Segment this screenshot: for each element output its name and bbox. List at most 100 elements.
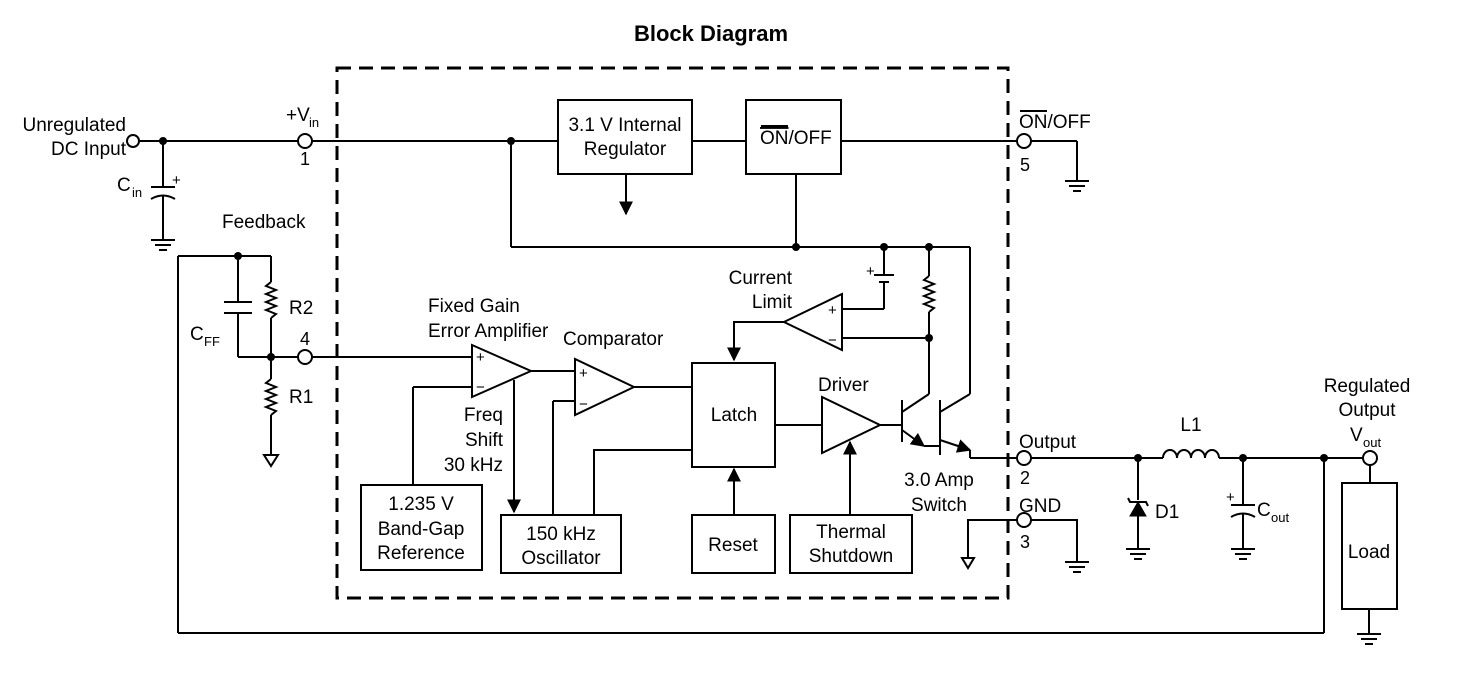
- svg-text:in: in: [132, 185, 142, 200]
- current-limit-to-latch-arrow: [727, 321, 784, 362]
- l1-inductor: [1162, 449, 1220, 459]
- ground-symbol: [151, 239, 175, 251]
- comparator-label: Comparator: [563, 329, 664, 350]
- r1-resistor: [263, 378, 279, 416]
- sense-resistor: [921, 275, 937, 313]
- internal-gnd-wire: [967, 519, 1017, 558]
- internal-ground-icon: [960, 557, 976, 570]
- error-amp-label-1: Fixed Gain: [428, 296, 520, 317]
- svg-text:DC Input: DC Input: [51, 139, 127, 160]
- regulated-output-label-2: Output: [1338, 400, 1396, 421]
- pin-5-number: 5: [1020, 155, 1030, 175]
- current-limit-comparator: [781, 292, 843, 352]
- pin-1-number: 1: [300, 149, 310, 169]
- svg-text:C: C: [117, 175, 131, 196]
- ground-symbol: [1031, 519, 1089, 573]
- r1-label: R1: [289, 387, 313, 408]
- unregulated-input-terminal: [126, 134, 140, 148]
- pin-4-feedback-terminal: [297, 349, 313, 365]
- feedback-output-dot: [1320, 454, 1328, 462]
- internal-regulator-label-2: Regulator: [584, 139, 667, 160]
- internal-regulator-block: [557, 99, 693, 175]
- current-limit-minus: −: [828, 332, 837, 349]
- cin-label: C in: [117, 175, 142, 200]
- comparator: [574, 357, 637, 417]
- pin-1-vin-terminal: [297, 133, 313, 149]
- pin-4-number: 4: [300, 329, 310, 349]
- cin-capacitor: +: [150, 141, 181, 240]
- thermal-shutdown-block: [789, 514, 913, 574]
- output-pin-label: Output: [1019, 432, 1077, 453]
- cout-label: C out: [1257, 500, 1289, 525]
- r2-label: R2: [289, 298, 313, 319]
- current-limit-label-2: Limit: [752, 292, 793, 313]
- thermal-label-1: Thermal: [816, 522, 886, 543]
- pin-3-gnd-terminal: [1016, 512, 1032, 528]
- driver-label: Driver: [818, 375, 869, 396]
- internal-regulator-label-1: 3.1 V Internal: [568, 115, 681, 136]
- freq-shift-label-1: Freq: [464, 405, 503, 426]
- error-amp-minus: −: [476, 379, 485, 396]
- svg-text:out: out: [1363, 435, 1381, 450]
- svg-text:out: out: [1271, 510, 1289, 525]
- ic-boundary: [335, 66, 1010, 600]
- l1-label: L1: [1180, 415, 1201, 436]
- comparator-plus: +: [579, 365, 588, 382]
- load-label: Load: [1348, 542, 1390, 563]
- cout-capacitor: +: [1226, 458, 1256, 560]
- load-block: [1341, 482, 1398, 610]
- freq-shift-label-2: Shift: [465, 430, 504, 451]
- svg-text:C: C: [1257, 500, 1271, 521]
- bandgap-label-3: Reference: [377, 543, 465, 564]
- freq-shift-label-3: 30 kHz: [444, 455, 503, 476]
- d1-diode: [1126, 458, 1150, 560]
- svg-text:+: +: [172, 172, 181, 189]
- reset-label: Reset: [708, 535, 758, 556]
- switch-label-1: 3.0 Amp: [904, 470, 974, 491]
- ground-symbol: [1031, 140, 1089, 192]
- vout-label: V out: [1350, 425, 1381, 450]
- driver-amplifier: [821, 395, 883, 455]
- r2-resistor: [263, 281, 279, 319]
- pin-3-number: 3: [1020, 532, 1030, 552]
- svg-text:V: V: [1350, 425, 1363, 446]
- d1-label: D1: [1155, 502, 1179, 523]
- svg-text:FF: FF: [204, 334, 220, 349]
- onoff-block-label: ON/OFF: [760, 128, 832, 149]
- regulated-output-label-1: Regulated: [1324, 376, 1411, 397]
- feedback-label: Feedback: [222, 212, 306, 233]
- error-amplifier: [471, 343, 534, 399]
- svg-text:in: in: [309, 115, 319, 130]
- pin-2-number: 2: [1020, 468, 1030, 488]
- bandgap-reference-block: [360, 484, 483, 571]
- svg-text:Unregulated: Unregulated: [22, 115, 126, 136]
- unregulated-input-label: Unregulated DC Input: [22, 115, 126, 160]
- gnd-pin-label: GND: [1019, 496, 1061, 517]
- error-amp-plus: +: [476, 349, 485, 366]
- svg-text:+: +: [866, 263, 875, 280]
- onoff-pin-label: ON/OFF: [1019, 112, 1091, 133]
- vin-label: +V in: [286, 105, 319, 130]
- current-limit-label-1: Current: [729, 268, 793, 289]
- latch-block: [691, 362, 776, 468]
- reset-block: [691, 514, 776, 574]
- thermal-label-2: Shutdown: [809, 546, 894, 567]
- oscillator-label-2: Oscillator: [521, 548, 601, 569]
- diagram-title: Block Diagram: [634, 21, 788, 46]
- r1-ground-icon: [262, 454, 280, 468]
- oscillator-label-1: 150 kHz: [526, 524, 596, 545]
- svg-text:+V: +V: [286, 105, 310, 126]
- regulated-output-terminal: [1362, 450, 1378, 466]
- bandgap-label-1: 1.235 V: [388, 494, 454, 515]
- oscillator-block: [500, 514, 622, 574]
- pin-2-output-terminal: [1016, 450, 1032, 466]
- comparator-minus: −: [579, 396, 588, 413]
- onoff-block: [745, 99, 842, 175]
- current-limit-plus: +: [828, 302, 837, 319]
- cff-capacitor: [224, 256, 271, 358]
- oscillator-to-latch-wire: [593, 449, 692, 515]
- switch-label-2: Switch: [911, 495, 967, 516]
- cff-label: C FF: [190, 324, 220, 349]
- svg-text:+: +: [1226, 489, 1235, 506]
